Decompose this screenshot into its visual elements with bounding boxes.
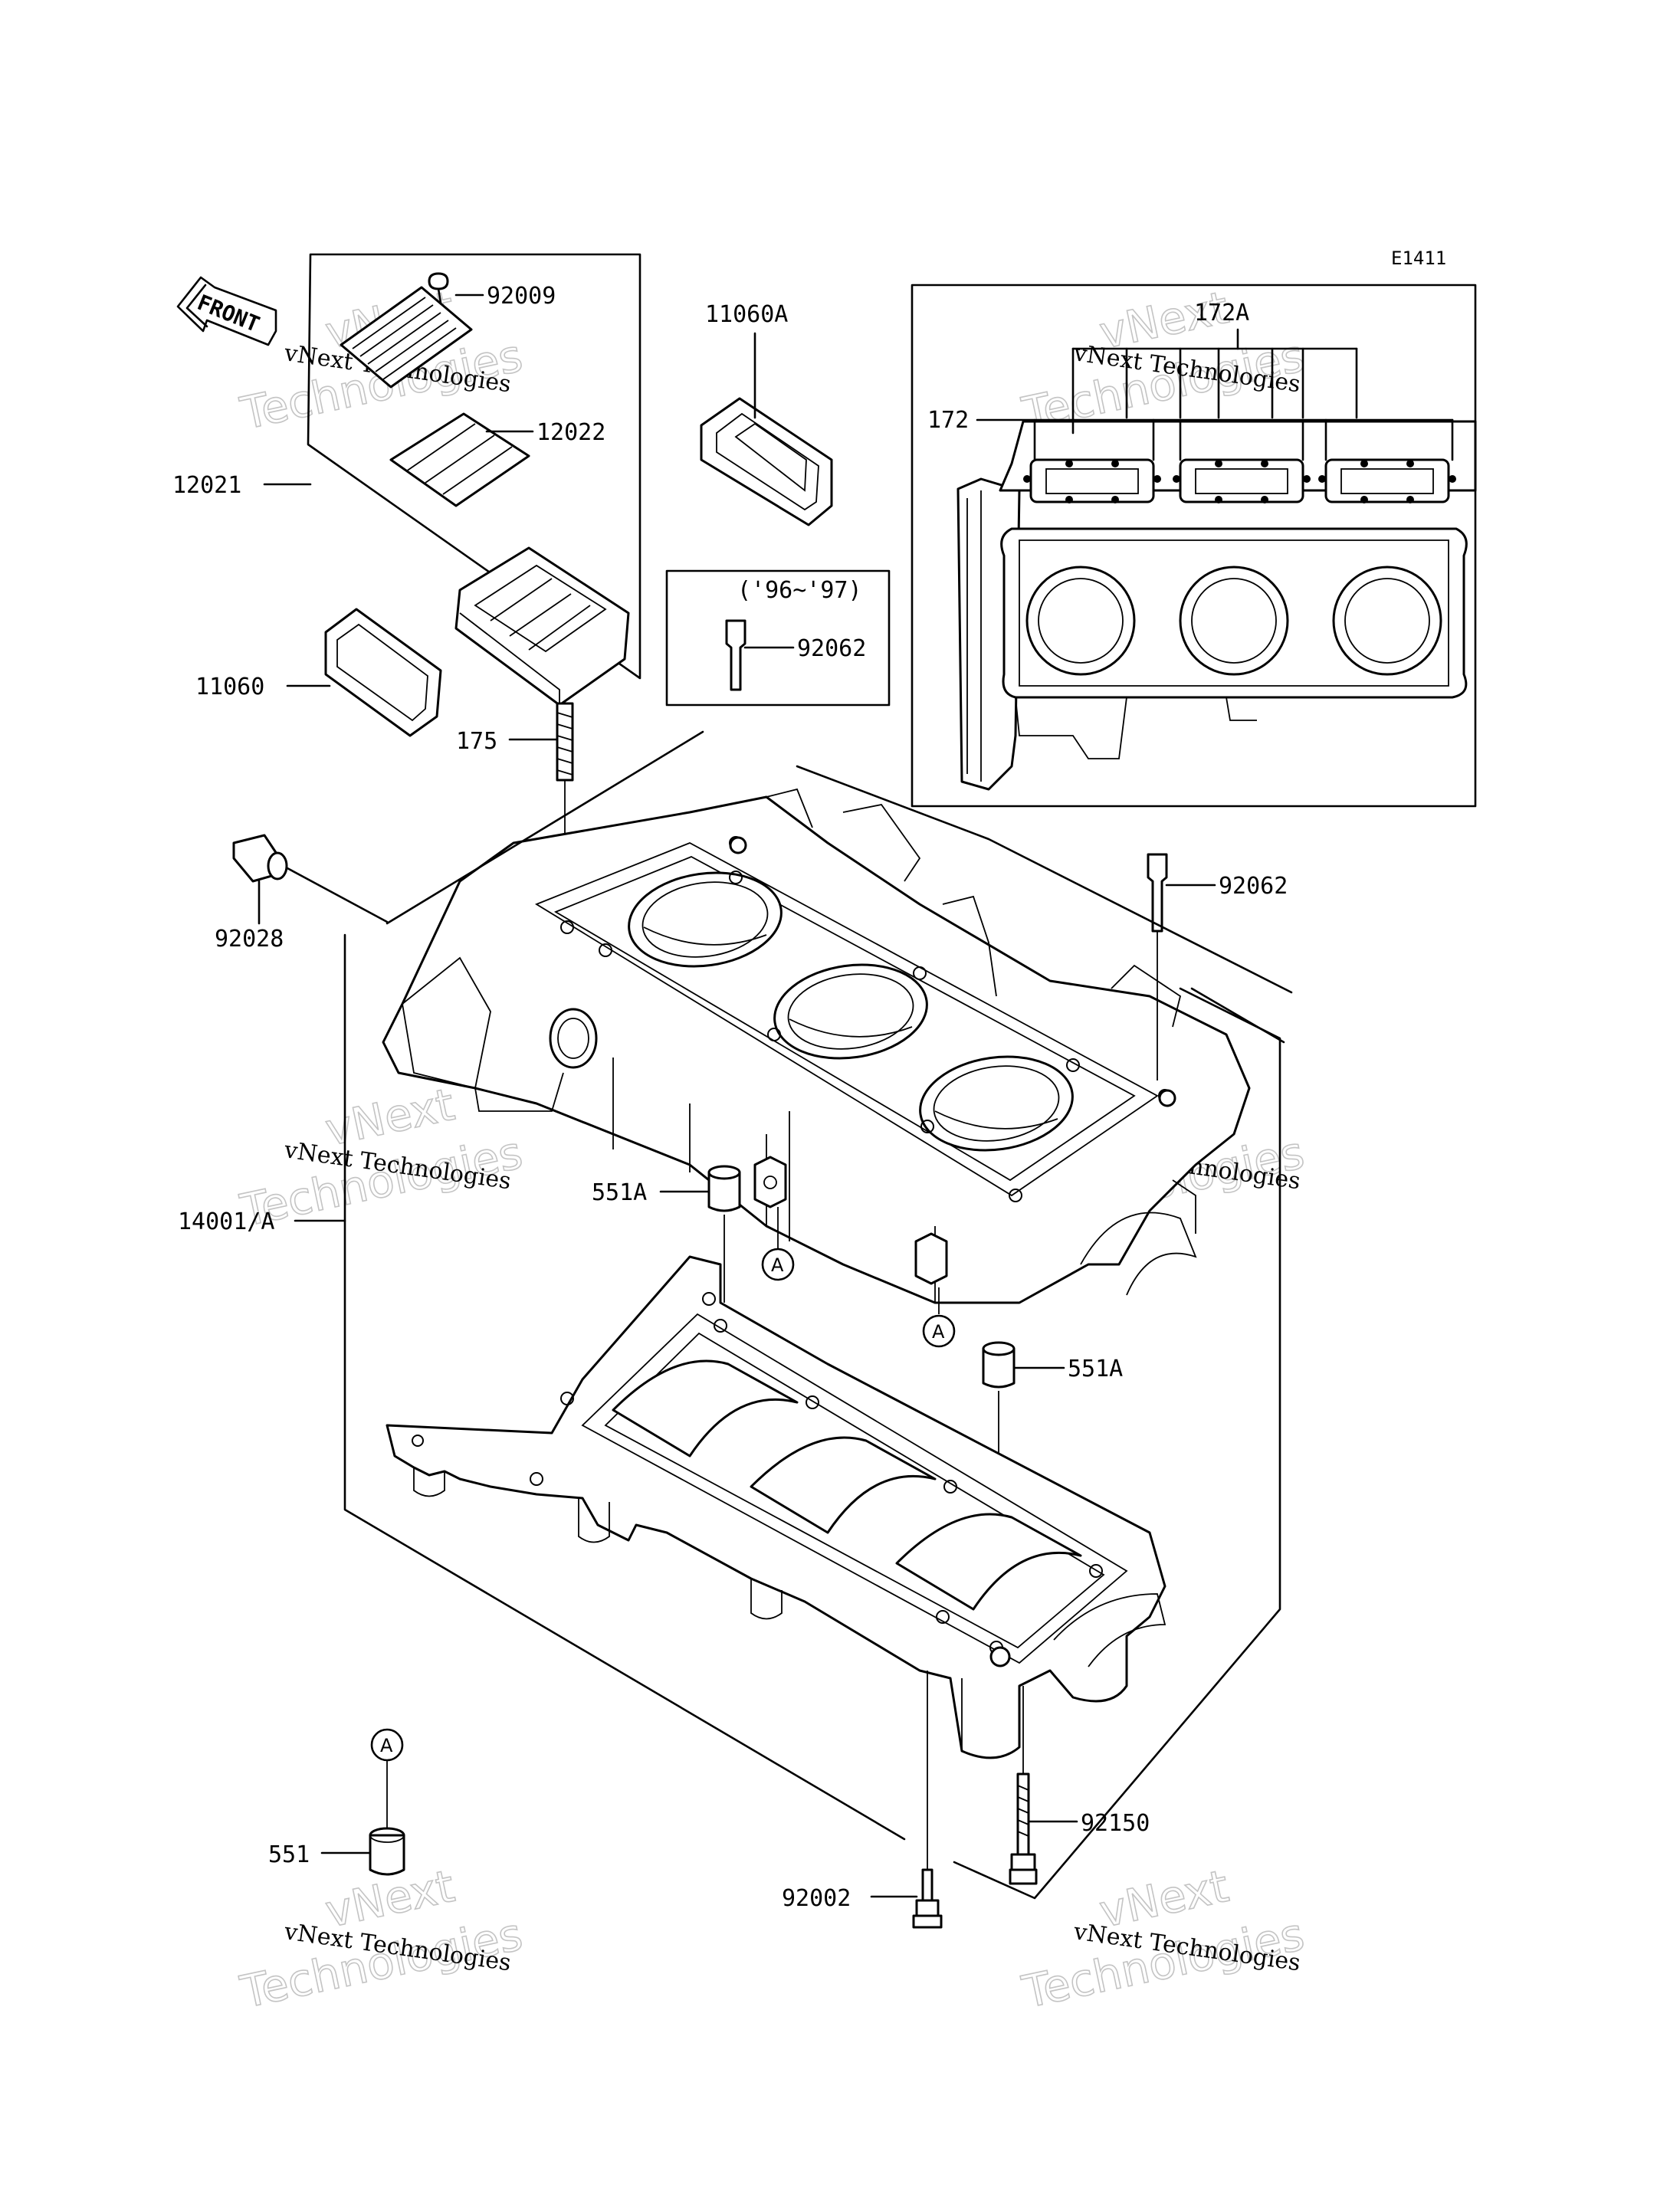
- gasket-11060A: [700, 397, 833, 526]
- label-12021: 12021: [172, 472, 241, 499]
- label-92009: 92009: [487, 283, 556, 310]
- crankcase-bracket: [343, 730, 1293, 1900]
- diagram-code: E1411: [1391, 248, 1446, 269]
- dowel-551: [369, 1827, 405, 1876]
- dowel-551A-left: [707, 1165, 741, 1303]
- label-92150: 92150: [1081, 1810, 1150, 1837]
- label-11060: 11060: [195, 674, 264, 700]
- label-551A-right: 551A: [1068, 1356, 1123, 1382]
- label-92062-upper: 92062: [797, 635, 866, 662]
- label-551A-left: 551A: [592, 1179, 647, 1206]
- year-note-box: ('96~'97): [665, 569, 891, 707]
- svg-text:A: A: [380, 1735, 393, 1756]
- ref-mark-a-2: A: [922, 1287, 956, 1348]
- svg-text:A: A: [932, 1321, 945, 1343]
- label-92062-lower: 92062: [1219, 873, 1288, 900]
- upper-crankcase: [382, 788, 1251, 1304]
- label-14001A: 14001/A: [178, 1208, 274, 1235]
- gasket-11060: [324, 608, 442, 737]
- svg-text:A: A: [771, 1254, 784, 1276]
- reed-valve-group: [307, 253, 641, 707]
- bolt-92002: [912, 1671, 943, 1929]
- label-12022: 12022: [536, 419, 605, 446]
- lower-crankcase: [386, 1255, 1166, 1759]
- label-175: 175: [456, 728, 497, 755]
- label-172A: 172A: [1194, 300, 1249, 326]
- plug-92028: [232, 834, 389, 923]
- label-551: 551: [268, 1841, 310, 1868]
- bolt-92062: [1147, 853, 1168, 1080]
- label-172: 172: [927, 407, 969, 434]
- label-92028: 92028: [215, 926, 284, 953]
- ref-mark-a-1: A: [761, 1207, 795, 1281]
- watermark-top-right: vNext Technologies vNext Technologies: [1017, 280, 1309, 441]
- watermark-bottom-left: vNext Technologies vNext Technologies: [235, 1859, 527, 2019]
- ref-mark-a-3: A: [370, 1728, 404, 1831]
- watermark-mid-left: vNext Technologies vNext Technologies: [235, 1077, 527, 1238]
- bolt-92150: [1009, 1686, 1038, 1885]
- watermark-bottom-right: vNext Technologies vNext Technologies: [1017, 1859, 1309, 2019]
- inset-upper-case-view: [911, 284, 1477, 808]
- front-arrow-icon: FRONT: [176, 276, 277, 346]
- label-92002: 92002: [782, 1885, 851, 1912]
- label-11060A: 11060A: [705, 301, 788, 328]
- year-note: ('96~'97): [737, 577, 862, 604]
